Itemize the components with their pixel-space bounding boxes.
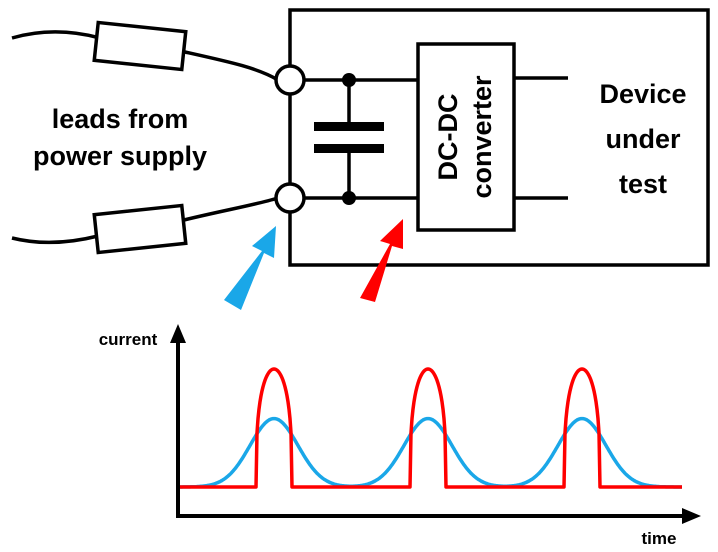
leads-label-line2: power supply (33, 141, 207, 171)
device-label-line2: under (605, 124, 680, 154)
lower-lead-resistor (92, 203, 188, 255)
capacitor-plate-top (314, 122, 384, 131)
device-label-line3: test (619, 169, 667, 199)
converter-current-waveform (180, 367, 682, 489)
blue-arrow (224, 226, 276, 310)
y-axis-label: current (99, 330, 158, 349)
y-axis-arrowhead (170, 324, 186, 343)
upper-lead-wire (11, 30, 279, 82)
x-axis-label: time (642, 529, 677, 548)
capacitor-plate-bottom (314, 144, 384, 153)
device-label-line1: Device (599, 79, 686, 109)
red-arrow (360, 219, 403, 302)
converter-label-line1: DC-DC (433, 94, 463, 181)
lower-lead-wire (11, 196, 279, 245)
upper-lead-resistor (92, 20, 188, 72)
junction-dot-top (342, 73, 356, 87)
dc-dc-converter-box (416, 42, 516, 232)
lower-terminal (274, 182, 306, 214)
converter-label-line2: converter (467, 75, 497, 199)
x-axis-arrowhead (682, 508, 701, 524)
junction-dot-bottom (342, 191, 356, 205)
upper-terminal (274, 64, 306, 96)
leads-label-line1: leads from (52, 104, 189, 134)
device-enclosure (288, 8, 710, 267)
